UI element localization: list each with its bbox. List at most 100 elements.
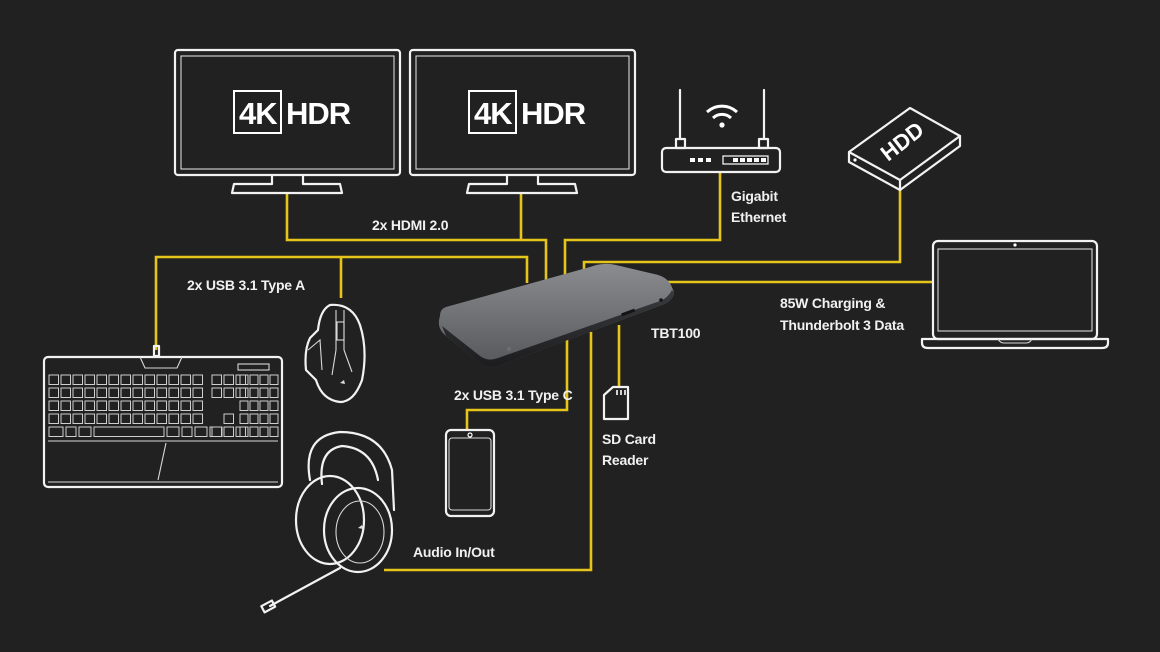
keyboard-key [96, 387, 107, 398]
laptop-icon [920, 239, 1110, 350]
monitor-2-badge: 4K [474, 96, 513, 131]
keyboard-key [223, 426, 234, 437]
keyboard-key [180, 400, 191, 411]
tbt100-dock [438, 263, 674, 367]
label-thunderbolt-line2: Thunderbolt 3 Data [780, 317, 904, 333]
keyboard-key [259, 413, 269, 424]
keyboard-key [223, 387, 234, 398]
keyboard-key [84, 400, 95, 411]
keyboard-key [72, 400, 83, 411]
label-audio: Audio In/Out [413, 544, 495, 560]
keyboard-key [144, 387, 155, 398]
keyboard-key [60, 374, 71, 385]
headset-icon [260, 430, 396, 614]
keyboard-key [144, 413, 155, 424]
keyboard-key [108, 400, 119, 411]
keyboard-key [72, 374, 83, 385]
keyboard-key [60, 400, 71, 411]
keyboard-key [168, 374, 179, 385]
keyboard-key [120, 387, 131, 398]
keyboard-key [235, 426, 246, 437]
keyboard-key [239, 413, 249, 424]
keyboard-key [132, 413, 143, 424]
keyboard-key [96, 413, 107, 424]
keyboard-key [259, 400, 269, 411]
labels: 2x HDMI 2.0 Gigabit Ethernet 2x USB 3.1 … [187, 188, 905, 560]
keyboard-key [259, 426, 269, 437]
keyboard-key [132, 400, 143, 411]
keyboard-icon [42, 344, 284, 489]
external-hdd-icon: HDD [847, 106, 962, 192]
sd-card-icon [602, 385, 630, 421]
keyboard-key [166, 426, 180, 437]
label-usb-a: 2x USB 3.1 Type A [187, 277, 305, 293]
keyboard-key [239, 374, 249, 385]
keyboard-key [269, 400, 279, 411]
keyboard-key [60, 413, 71, 424]
wire-usb-c [465, 338, 569, 430]
keyboard-key [269, 387, 279, 398]
keyboard-key [259, 387, 269, 398]
keyboard-key [156, 413, 167, 424]
keyboard-key [60, 387, 71, 398]
keyboard-key [78, 426, 92, 437]
router-icon [660, 88, 782, 174]
keyboard-key [180, 387, 191, 398]
keyboard-keys [48, 374, 279, 437]
keyboard-key [120, 413, 131, 424]
keyboard-key [96, 400, 107, 411]
keyboard-key [192, 413, 203, 424]
keyboard-key [249, 426, 259, 437]
keyboard-key [249, 387, 259, 398]
monitor-2-hdr-label: HDR [521, 96, 586, 131]
label-sd-line1: SD Card [602, 431, 656, 447]
label-hdmi: 2x HDMI 2.0 [372, 217, 449, 233]
keyboard-key [84, 374, 95, 385]
wifi-icon [705, 104, 739, 128]
keyboard-key [269, 374, 279, 385]
keyboard-key [223, 374, 234, 385]
keyboard-key [84, 413, 95, 424]
wire-hdd [582, 188, 902, 272]
keyboard-key [48, 387, 59, 398]
wire-ethernet [563, 172, 722, 278]
keyboard-key [156, 387, 167, 398]
keyboard-key [168, 413, 179, 424]
keyboard-key [181, 426, 193, 437]
keyboard-key [72, 413, 83, 424]
keyboard-key [269, 426, 279, 437]
monitor-2: 4K HDR [408, 48, 637, 195]
monitor-1-hdr-label: HDR [286, 96, 351, 131]
keyboard-key [259, 374, 269, 385]
keyboard-key [249, 400, 259, 411]
label-usb-c: 2x USB 3.1 Type C [454, 387, 573, 403]
keyboard-key [96, 374, 107, 385]
monitor-1-badge: 4K [239, 96, 278, 131]
keyboard-key [108, 374, 119, 385]
keyboard-key [144, 400, 155, 411]
keyboard-key [235, 387, 246, 398]
keyboard-key [192, 387, 203, 398]
keyboard-key [72, 387, 83, 398]
label-sd-line2: Reader [602, 452, 649, 468]
label-ethernet-line1: Gigabit [731, 188, 778, 204]
label-hub: TBT100 [651, 325, 701, 341]
keyboard-key [48, 400, 59, 411]
keyboard-key [120, 374, 131, 385]
keyboard-key [48, 374, 59, 385]
keyboard-key [132, 374, 143, 385]
keyboard-key [108, 387, 119, 398]
keyboard-key [144, 374, 155, 385]
keyboard-key [120, 400, 131, 411]
mouse-icon [304, 303, 366, 404]
wire-audio [384, 332, 593, 572]
keyboard-key [192, 400, 203, 411]
keyboard-key [211, 374, 222, 385]
keyboard-key [132, 387, 143, 398]
label-thunderbolt-line1: 85W Charging & [780, 295, 885, 311]
4k-badge-box [468, 90, 517, 134]
wires [154, 172, 933, 572]
keyboard-key [93, 426, 165, 437]
keyboard-key [180, 374, 191, 385]
